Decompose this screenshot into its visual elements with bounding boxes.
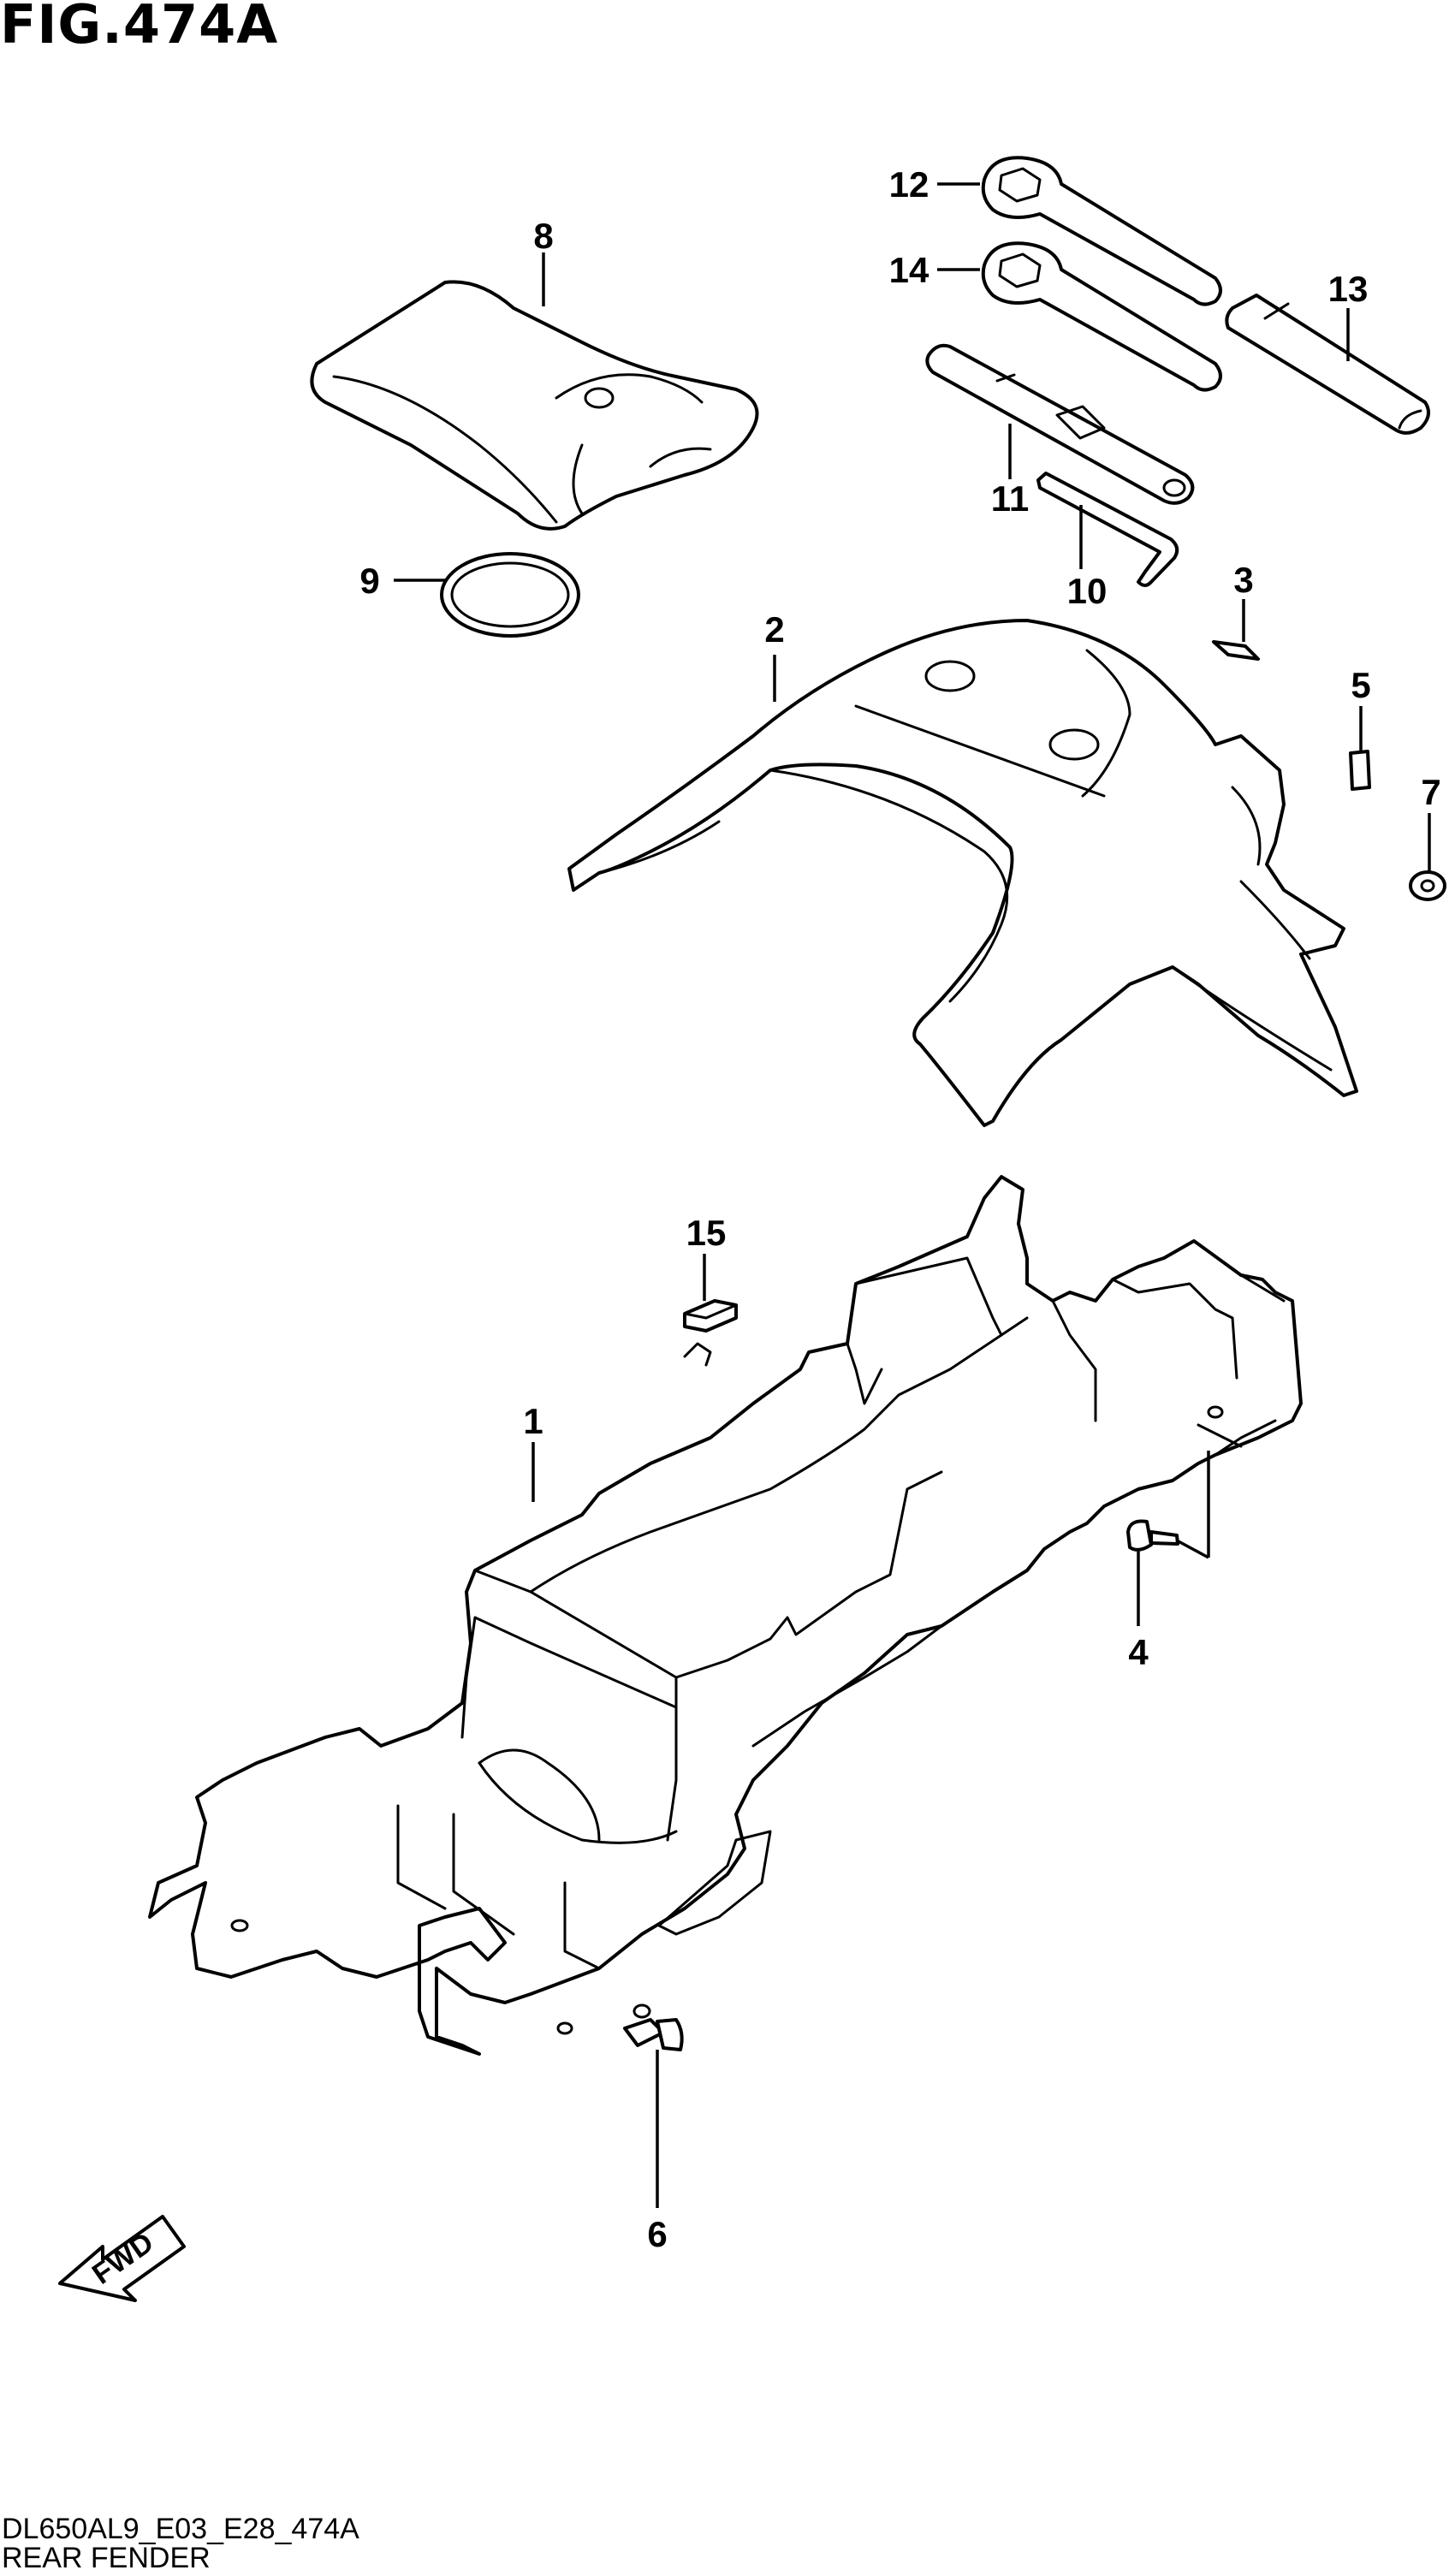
wrench-part-14 xyxy=(981,241,1222,392)
callout-9: 9 xyxy=(359,561,379,601)
callout-3: 3 xyxy=(1233,560,1253,600)
callout-14: 14 xyxy=(889,250,929,290)
leader-lines xyxy=(394,182,1431,2208)
washer-part-7 xyxy=(1409,870,1446,901)
seat-cover-part-2 xyxy=(567,619,1358,1127)
hex-key-part-10 xyxy=(1036,472,1179,587)
callout-15: 15 xyxy=(686,1213,727,1253)
figure-title: FIG.474A xyxy=(0,0,279,56)
callout-2: 2 xyxy=(764,609,784,650)
callout-6: 6 xyxy=(647,2214,667,2254)
figure-code: DL650AL9_E03_E28_474A xyxy=(2,2513,359,2545)
box-wrench-part-11 xyxy=(925,343,1195,505)
callout-1: 1 xyxy=(523,1401,543,1441)
part-15 xyxy=(683,1299,738,1333)
bolt-part-4 xyxy=(1126,1519,1179,1552)
callout-8: 8 xyxy=(533,216,553,256)
rear-fender-part-1 xyxy=(148,1175,1303,2056)
fwd-direction-badge: FWD xyxy=(58,2215,186,2302)
wrench-part-12 xyxy=(981,156,1222,306)
part-3 xyxy=(1212,640,1260,661)
callout-12: 12 xyxy=(889,164,929,205)
part-5 xyxy=(1349,750,1371,791)
tool-bag-part xyxy=(310,280,759,531)
figure-name: REAR FENDER xyxy=(2,2542,211,2574)
band-part xyxy=(440,552,580,638)
callout-7: 7 xyxy=(1421,772,1440,812)
bolt-part-6 xyxy=(623,2018,684,2051)
handle-part-13 xyxy=(1225,294,1430,435)
callout-13: 13 xyxy=(1328,269,1369,309)
forward-arrow-icon xyxy=(58,2215,186,2302)
callout-5: 5 xyxy=(1351,665,1370,705)
callout-11: 11 xyxy=(991,478,1029,519)
callout-4: 4 xyxy=(1128,1632,1149,1672)
callout-10: 10 xyxy=(1067,571,1108,611)
